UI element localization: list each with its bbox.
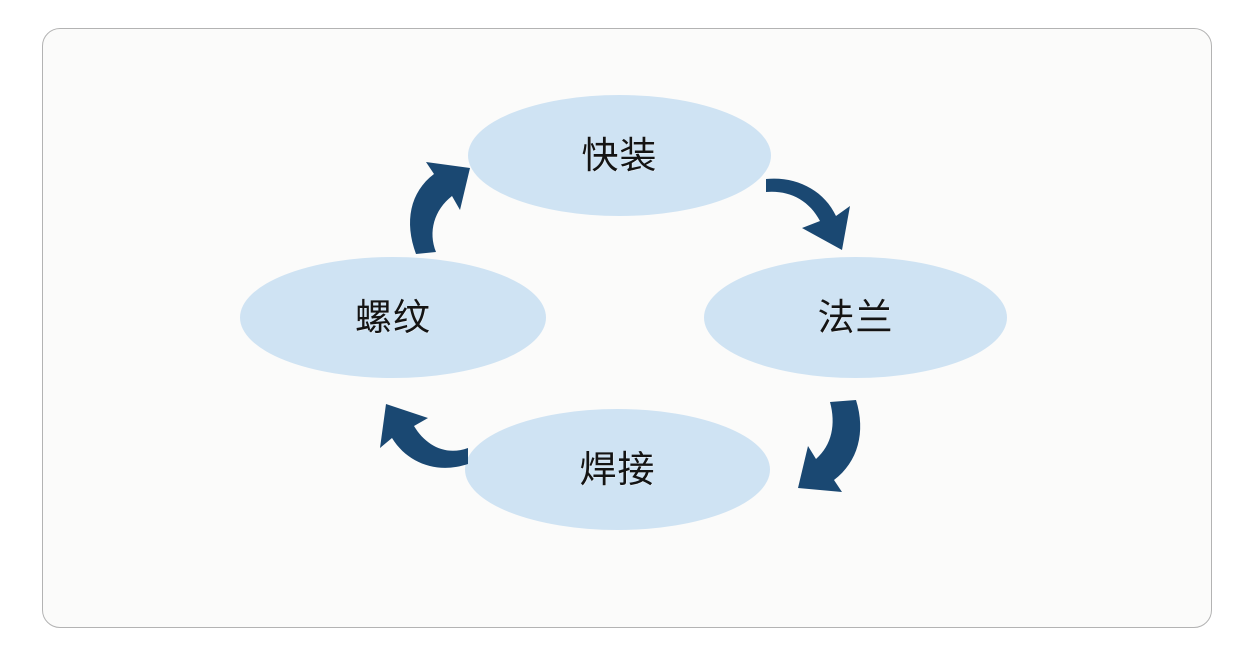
cycle-node-top[interactable]: 快装 — [468, 95, 771, 216]
cycle-node-right-label: 法兰 — [817, 296, 894, 339]
cycle-node-bottom-label: 焊接 — [579, 448, 656, 491]
curved-arrow-down-right-icon — [766, 178, 850, 250]
cycle-node-bottom[interactable]: 焊接 — [465, 409, 770, 530]
cycle-node-left[interactable]: 螺纹 — [240, 257, 546, 378]
curved-arrow-down-left-icon — [798, 400, 861, 492]
cycle-node-top-label: 快装 — [581, 134, 658, 177]
cycle-node-left-label: 螺纹 — [355, 296, 431, 339]
cycle-node-right[interactable]: 法兰 — [704, 257, 1007, 378]
curved-arrow-up-right-icon — [410, 162, 470, 254]
curved-arrow-up-left-icon — [380, 404, 468, 468]
